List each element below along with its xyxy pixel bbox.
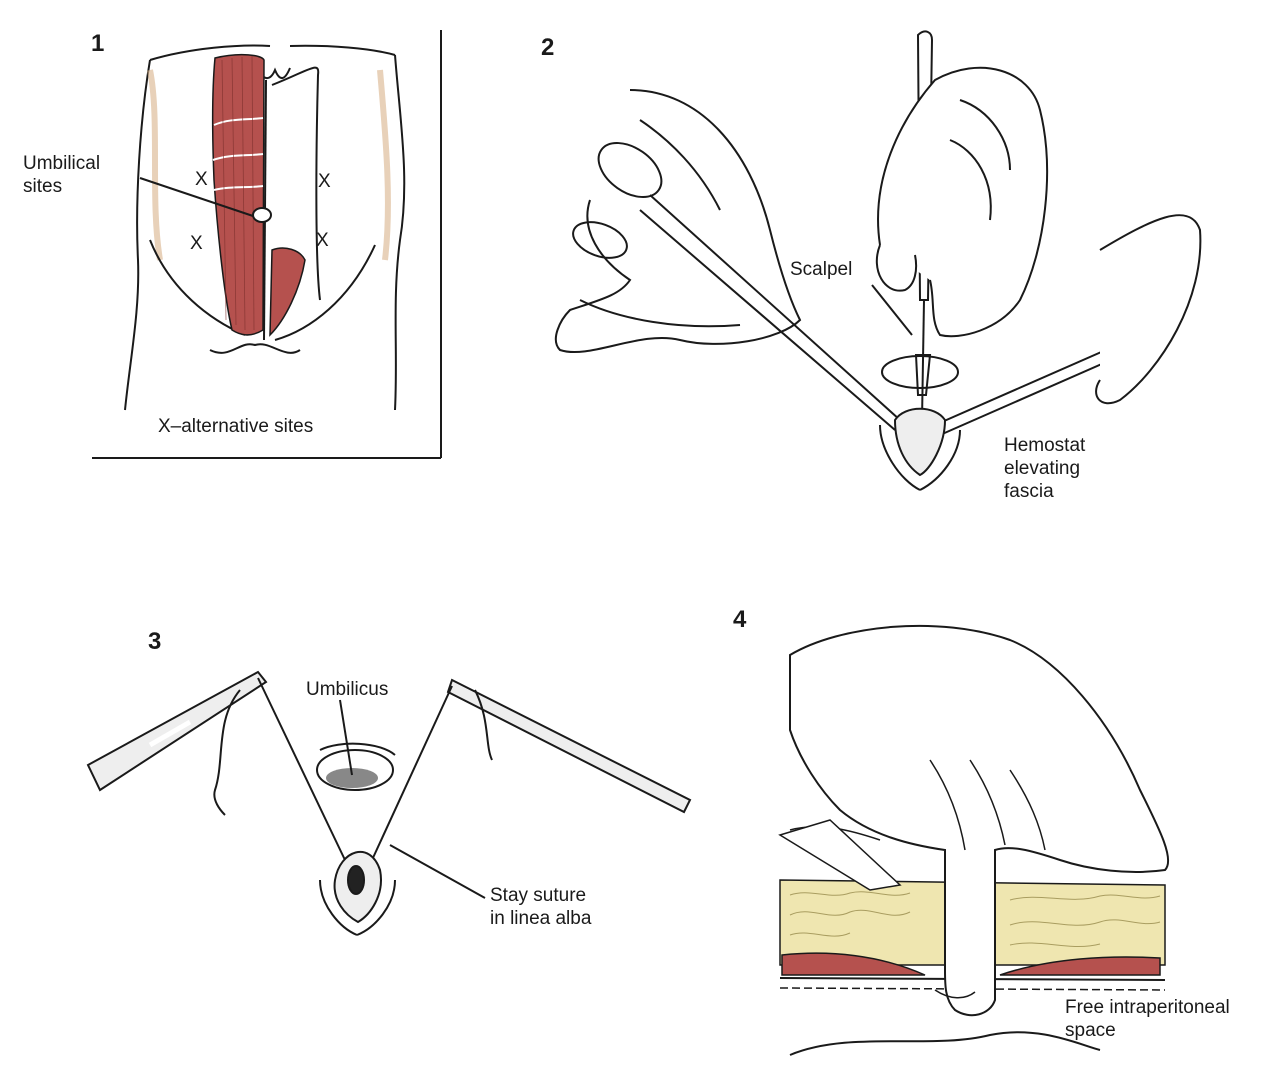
hemostat-line-2: elevating — [1004, 458, 1081, 479]
panel-4-number: 4 — [733, 606, 747, 633]
x-mark-lower-left: X — [190, 233, 203, 254]
free-space-line-1: Free intraperitoneal — [1065, 997, 1230, 1018]
stay-suture-line-1: Stay suture — [490, 885, 587, 906]
x-mark-upper-right: X — [318, 171, 331, 192]
free-intraperitoneal-space-label: Free intraperitoneal space — [1065, 996, 1230, 1042]
panel-3-number: 3 — [148, 628, 162, 655]
hemostat-line-3: fascia — [1004, 481, 1054, 502]
panel-1-abdomen-illustration — [92, 30, 442, 459]
alternative-sites-label: X–alternative sites — [158, 416, 314, 437]
umbilical-sites-line-2: sites — [23, 176, 63, 197]
umbilical-sites-line-1: Umbilical — [23, 153, 101, 174]
panel-2-number: 2 — [541, 34, 555, 61]
hemostat-label: Hemostat elevating fascia — [1004, 434, 1085, 503]
stay-suture-line-2: in linea alba — [490, 908, 592, 929]
stay-suture-label: Stay suture in linea alba — [490, 884, 591, 930]
x-mark-upper-left: X — [195, 169, 208, 190]
panel-4-finger-illustration — [778, 624, 1170, 1056]
free-space-line-2: space — [1065, 1020, 1116, 1041]
umbilicus-mark — [139, 177, 272, 223]
umbilicus-label: Umbilicus — [306, 679, 389, 700]
umbilical-sites-label: Umbilical sites — [23, 152, 100, 198]
x-mark-lower-right: X — [316, 230, 329, 251]
panel-2-incision-illustration — [554, 30, 1202, 491]
panel-1-number: 1 — [91, 30, 105, 57]
scalpel-label: Scalpel — [790, 259, 853, 280]
rectus-muscle — [211, 53, 306, 337]
panel-3-stay-suture-illustration — [86, 670, 692, 936]
hemostat-line-1: Hemostat — [1004, 435, 1086, 456]
